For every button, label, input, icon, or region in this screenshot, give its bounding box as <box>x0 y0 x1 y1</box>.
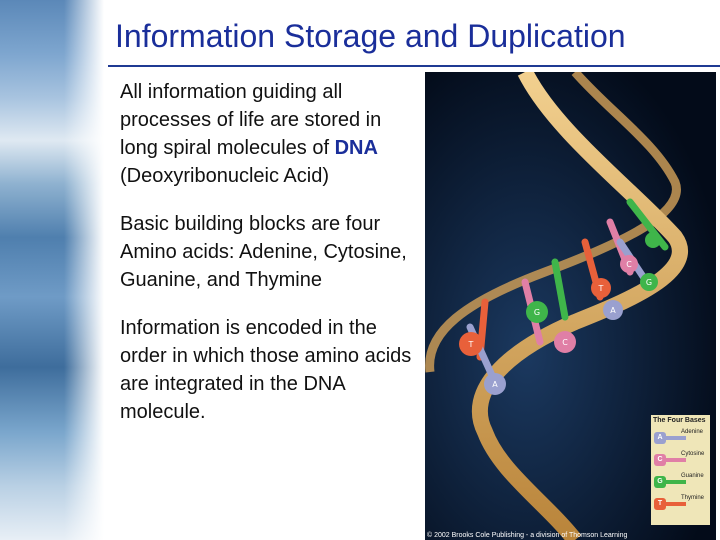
copyright-credit: © 2002 Brooks Cole Publishing - a divisi… <box>427 532 628 539</box>
svg-text:C: C <box>562 338 568 347</box>
paragraph-dna-storage: All information guiding all processes of… <box>120 78 420 190</box>
paragraph-encoding: Information is encoded in the order in w… <box>120 317 412 423</box>
svg-text:T: T <box>598 284 604 293</box>
legend-label: Guanine <box>681 473 704 479</box>
legend-item-cytosine: C Cytosine <box>653 451 710 471</box>
body-text: All information guiding all processes of… <box>120 78 420 446</box>
decorative-landscape-strip <box>0 0 104 540</box>
paragraph-building-blocks: Basic building blocks are four Amino aci… <box>120 213 407 291</box>
svg-text:T: T <box>468 340 474 349</box>
legend-item-guanine: G Guanine <box>653 473 710 493</box>
legend-label: Cytosine <box>681 451 705 457</box>
thymine-hex-icon: T <box>654 498 666 510</box>
page-title: Information Storage and Duplication <box>115 18 626 54</box>
dna-helix-figure: C T G G A C T A The Four Bases A Adenine… <box>425 72 716 540</box>
dna-term: DNA <box>334 137 378 159</box>
paragraph-text: All information guiding all processes of… <box>120 81 382 159</box>
svg-text:A: A <box>492 380 498 389</box>
title-underline <box>108 65 720 67</box>
cytosine-hex-icon: C <box>654 454 666 466</box>
legend-item-thymine: T Thymine <box>653 495 710 515</box>
guanine-hex-icon: G <box>654 476 666 488</box>
adenine-hex-icon: A <box>654 432 666 444</box>
base-legend: The Four Bases A Adenine C Cytosine G Gu… <box>651 415 710 525</box>
legend-title: The Four Bases <box>653 417 706 424</box>
svg-text:G: G <box>646 278 652 287</box>
paragraph-text: (Deoxyribonucleic Acid) <box>120 165 329 187</box>
legend-label: Adenine <box>681 429 704 435</box>
svg-text:A: A <box>610 306 616 315</box>
svg-text:G: G <box>534 308 540 317</box>
legend-label: Thymine <box>681 495 705 501</box>
svg-text:C: C <box>626 260 632 269</box>
legend-item-adenine: A Adenine <box>653 429 710 449</box>
